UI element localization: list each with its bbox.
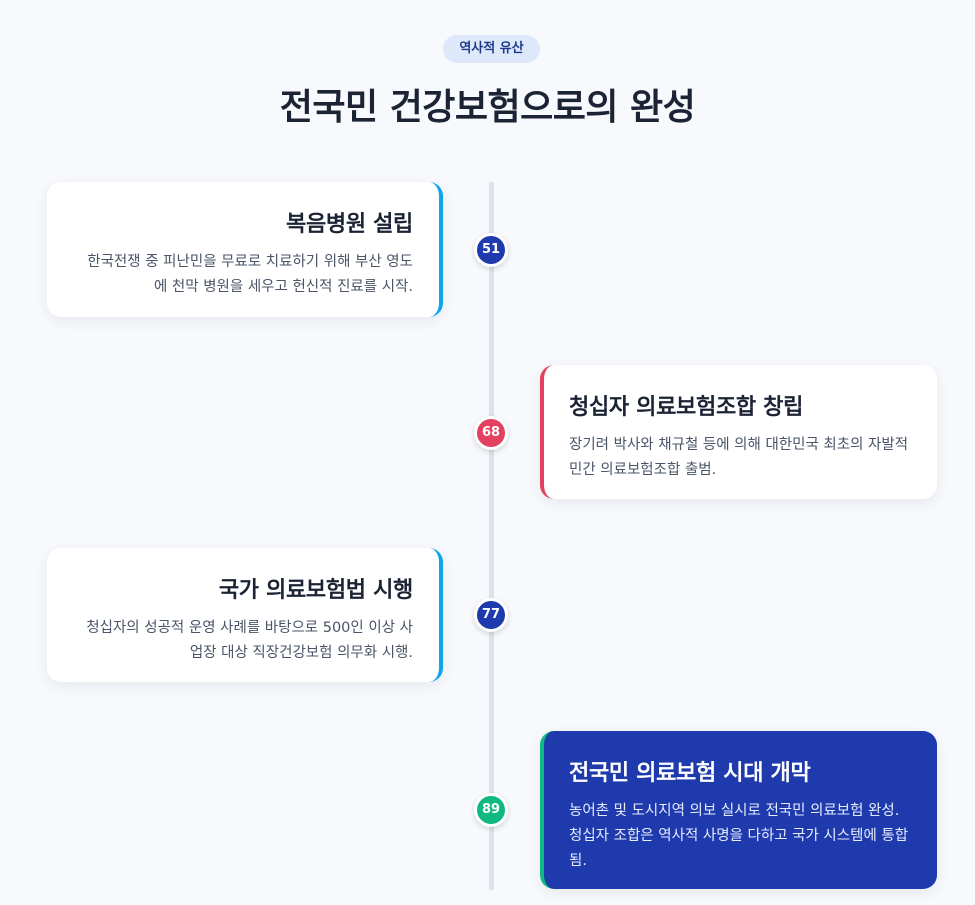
card-description: 청십자의 성공적 운영 사례를 바탕으로 500인 이상 사업장 대상 직장건강… [86, 620, 413, 661]
year-marker-77: 77 [474, 598, 508, 632]
timeline-card-1968: 청십자 의료보험조합 창립 장기려 박사와 채규철 등에 의해 대한민국 최초의… [540, 365, 937, 499]
year-marker-89: 89 [474, 793, 508, 827]
card-description: 농어촌 및 도시지역 의보 실시로 전국민 의료보험 완성. 청십자 조합은 역… [569, 803, 909, 869]
section-badge: 역사적 유산 [443, 35, 540, 63]
timeline-card-1977: 국가 의료보험법 시행 청십자의 성공적 운영 사례를 바탕으로 500인 이상… [47, 548, 443, 682]
card-title: 전국민 의료보험 시대 개막 [569, 761, 811, 786]
year-marker-68: 68 [474, 416, 508, 450]
year-marker-51: 51 [474, 233, 508, 267]
timeline-card-1951: 복음병원 설립 한국전쟁 중 피난민을 무료로 치료하기 위해 부산 영도에 천… [47, 182, 443, 317]
card-description: 한국전쟁 중 피난민을 무료로 치료하기 위해 부산 영도에 천막 병원을 세우… [87, 254, 413, 295]
page-title: 전국민 건강보험으로의 완성 [279, 87, 696, 128]
card-description: 장기려 박사와 채규철 등에 의해 대한민국 최초의 자발적 민간 의료보험조합… [569, 437, 909, 478]
card-title: 청십자 의료보험조합 창립 [569, 395, 804, 420]
card-title: 국가 의료보험법 시행 [218, 578, 413, 603]
timeline-axis [489, 182, 494, 890]
timeline-card-1989: 전국민 의료보험 시대 개막 농어촌 및 도시지역 의보 실시로 전국민 의료보… [540, 731, 937, 889]
card-title: 복음병원 설립 [286, 212, 413, 237]
